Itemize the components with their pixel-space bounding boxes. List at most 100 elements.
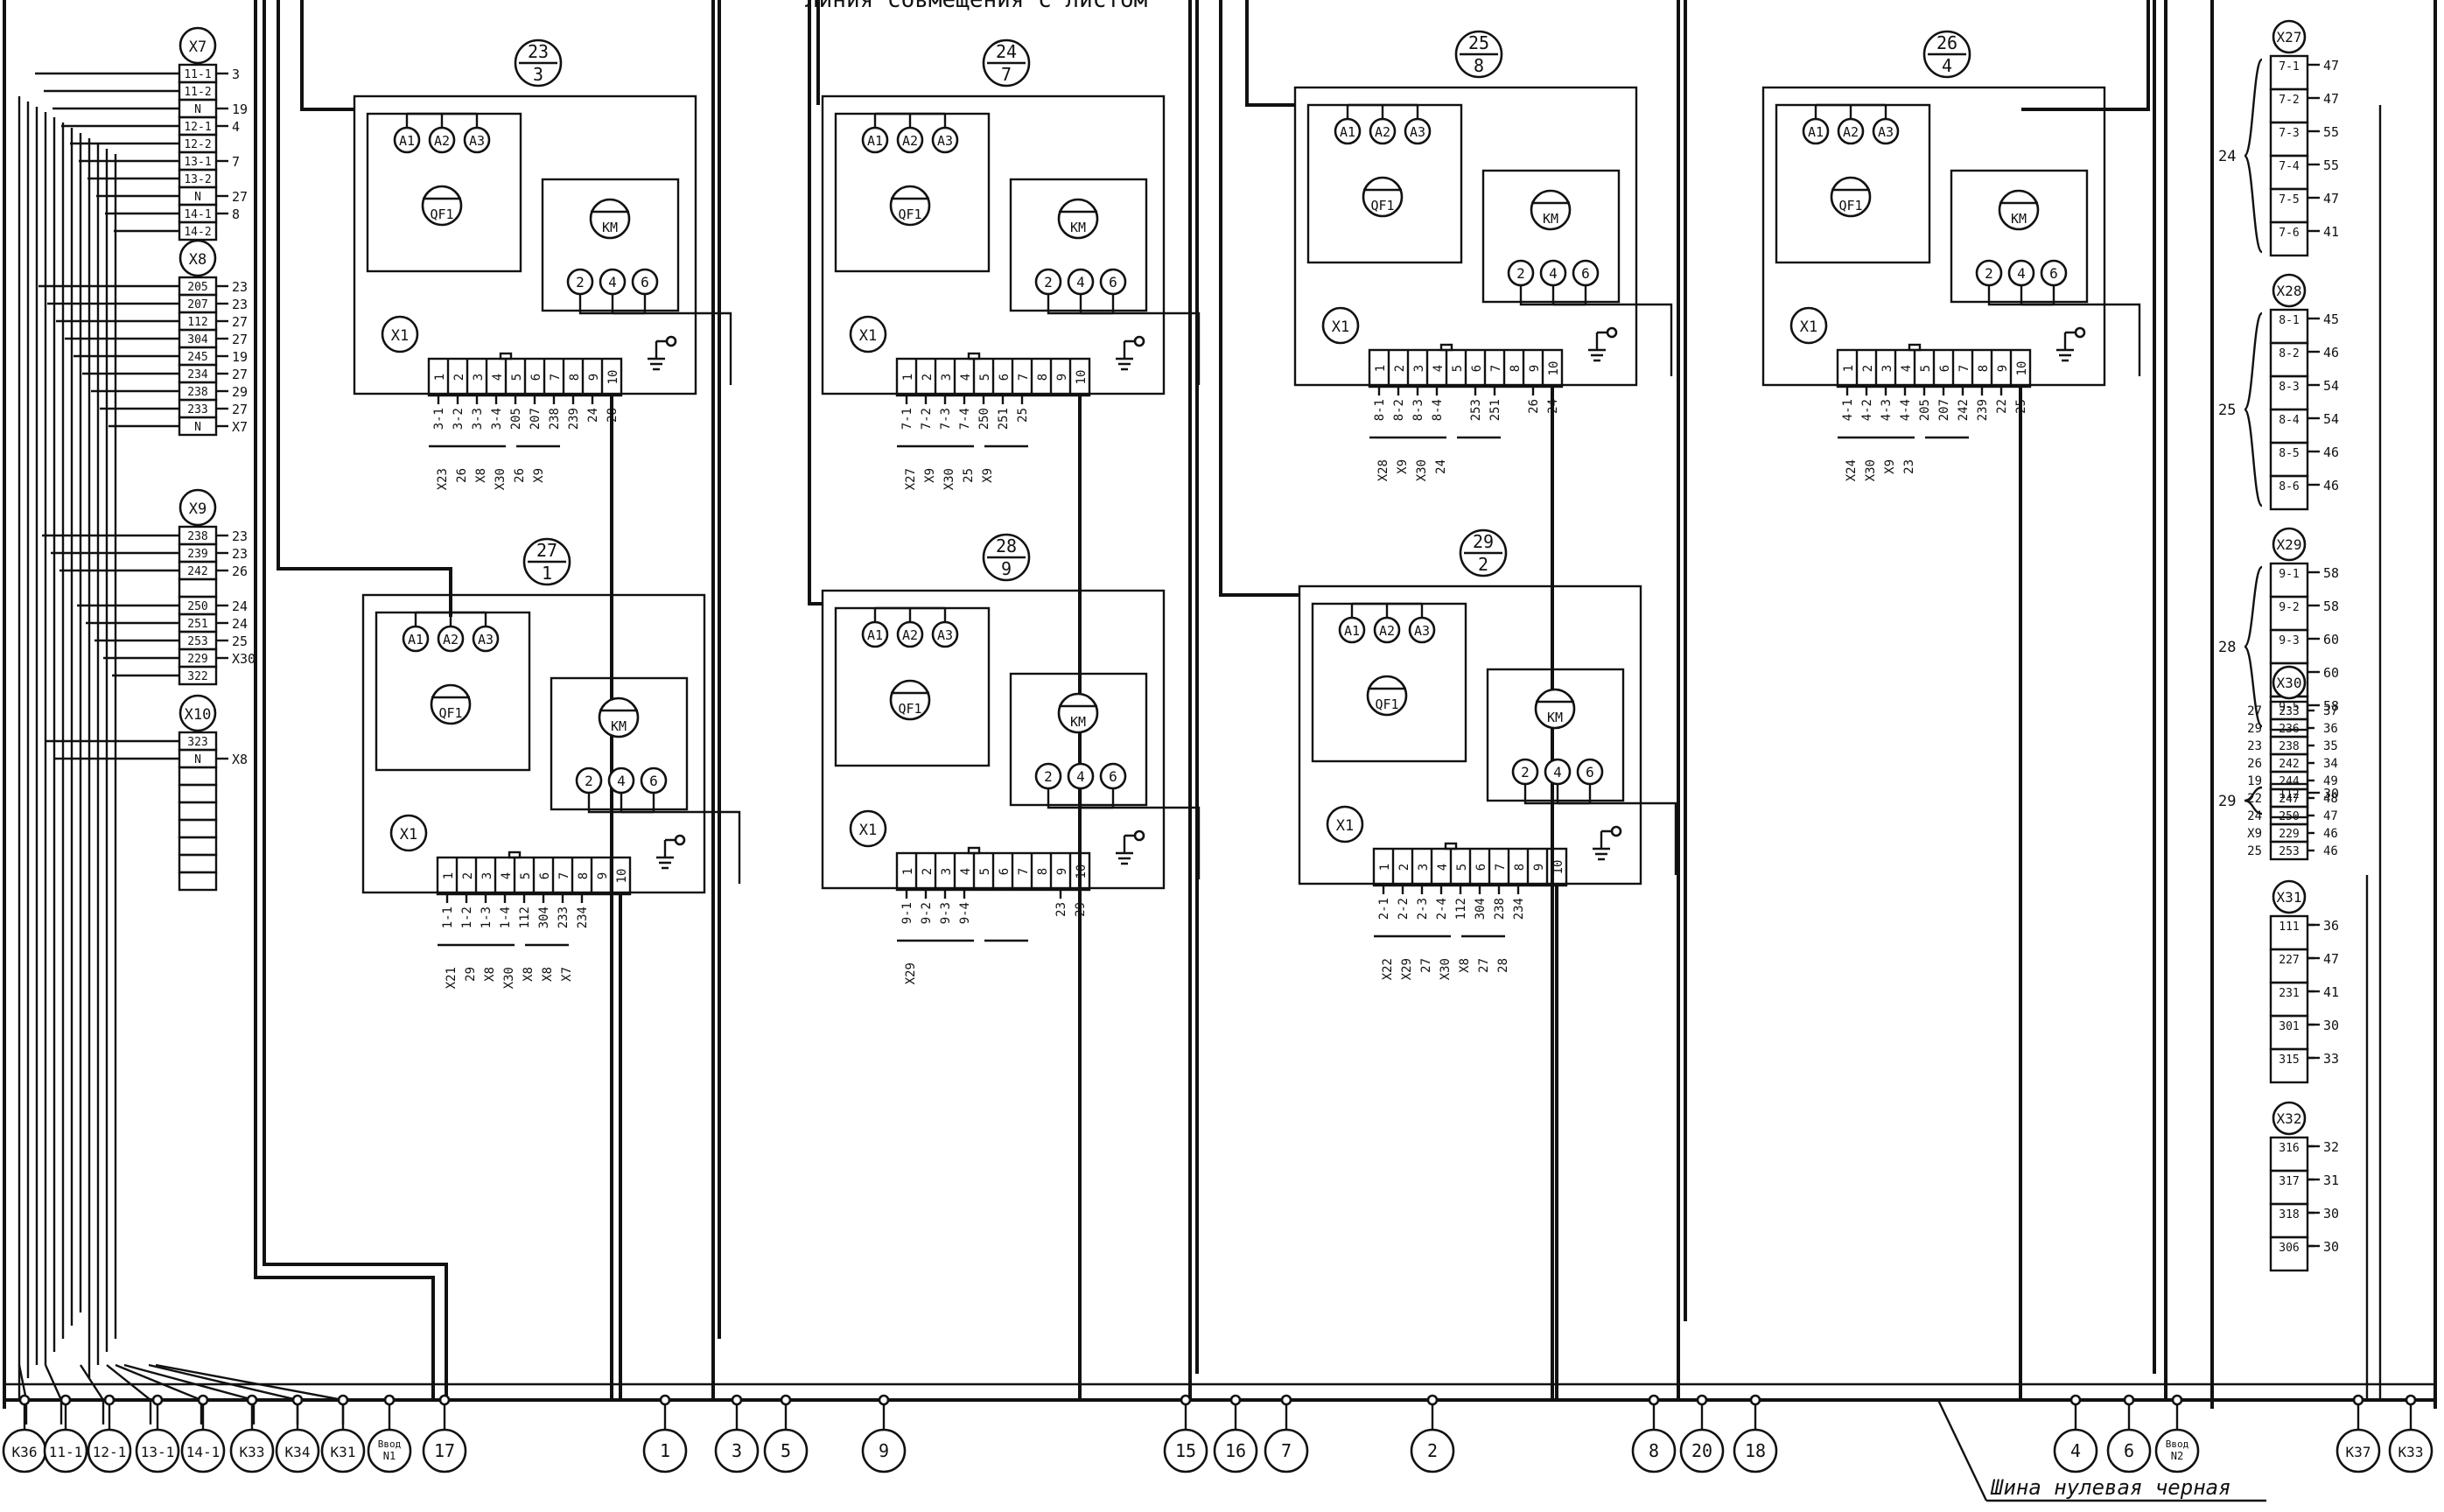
terminal-wire-label: 1-1	[441, 906, 455, 928]
strip-destination-label: 46	[2323, 444, 2339, 460]
terminal-number: 7	[557, 872, 571, 879]
terminal-number: 9	[1532, 864, 1546, 871]
strip-name-badge	[2272, 273, 2307, 308]
strip-group-label: 29	[2218, 793, 2236, 810]
strip-name: X32	[2277, 1110, 2302, 1127]
breaker-pole-A1	[1338, 616, 1366, 644]
strip-destination-label: 27	[232, 314, 248, 330]
terminal-block-name: X1	[1332, 318, 1349, 336]
strip-destination-label: 47	[2323, 191, 2339, 206]
strip-name: X9	[189, 500, 207, 518]
terminal-wire-label: 4-1	[1841, 399, 1855, 421]
strip-terminal-label: 8-2	[2279, 347, 2299, 360]
terminal-number: 4	[959, 868, 973, 875]
strip-destination-label: 34	[2323, 757, 2338, 771]
terminal-number: 5	[1455, 864, 1469, 871]
breaker-pole-A2	[437, 625, 465, 653]
contactor-terminal-label: 4	[1076, 768, 1085, 785]
terminal-callout-label: 1	[660, 1440, 670, 1461]
strip-terminal-label: 12-1	[184, 121, 211, 134]
terminal-callout-label: N2	[2171, 1450, 2183, 1462]
strip-terminal-label: 14-2	[184, 226, 211, 239]
strip-terminal-label: 322	[187, 670, 207, 683]
strip-destination-label: 47	[2323, 58, 2339, 74]
cable-reference-label: X29	[1400, 958, 1414, 980]
strip-terminal-label: 8-5	[2279, 447, 2299, 460]
strip-terminal-label: 236	[2279, 723, 2299, 736]
breaker-pole-A2	[896, 126, 924, 154]
terminal-wire-label: 9-4	[958, 902, 972, 924]
terminal-number: 6	[538, 872, 552, 879]
strip-terminal-label: 318	[2279, 1208, 2299, 1222]
terminal-wire-label: 112	[518, 906, 532, 928]
cable-reference-label: 23	[1902, 459, 1916, 474]
strip-terminal-label: 11-2	[184, 86, 211, 99]
terminal-number: 1	[1374, 365, 1388, 372]
strip-name: X7	[189, 38, 207, 56]
strip-destination-label: 24	[232, 598, 248, 614]
breaker-label: QF1	[1375, 696, 1398, 712]
ground-symbol	[656, 838, 678, 870]
strip-terminal-label: 253	[187, 635, 207, 648]
terminal-wire-label: 4-2	[1860, 399, 1874, 421]
strip-destination-label: 23	[232, 546, 248, 562]
terminal-callout-label: 7	[1281, 1440, 1292, 1461]
terminal-callout-label: 15	[1175, 1440, 1196, 1461]
strip-terminal-label: N	[194, 191, 201, 204]
panel-number: 28	[996, 536, 1017, 556]
terminal-wire-label: 304	[1474, 898, 1488, 920]
strip-destination-label: 25	[232, 634, 248, 649]
terminal-wire-label: 3-4	[490, 408, 504, 430]
strip-destination-label: 19	[232, 102, 248, 117]
terminal-number: 1	[901, 374, 915, 381]
strip-terminal-label: 231	[2279, 987, 2299, 1000]
breaker-pole-label: A2	[443, 632, 459, 648]
contactor-terminal-label: 4	[617, 773, 626, 789]
strip-destination-label: 24	[232, 616, 248, 632]
strip-name-badge	[179, 694, 217, 732]
strip-terminal-label: 7-2	[2279, 94, 2299, 107]
breaker-pole-A3	[463, 126, 491, 154]
breaker-pole-label: A3	[1878, 124, 1894, 140]
contactor-km	[1534, 688, 1576, 730]
terminal-wire-label: 2-3	[1416, 898, 1430, 920]
strip-destination-label: 47	[2323, 809, 2338, 823]
strip-destination-label: 54	[2323, 378, 2339, 394]
cable-reference-label: 26	[513, 468, 527, 483]
terminal-callout-label: 9	[879, 1440, 889, 1461]
strip-terminal-label: N	[194, 421, 201, 434]
terminal-number: 5	[978, 374, 992, 381]
contactor-terminal-label: 4	[2017, 265, 2026, 282]
strip-terminal-label: 7-3	[2279, 127, 2299, 140]
header-title: Линия совмещения с листом	[805, 0, 1147, 13]
terminal-number: 1	[1378, 864, 1392, 871]
terminal-callout-label: 20	[1691, 1440, 1712, 1461]
cable-reference-label: 29	[464, 967, 478, 982]
strip-destination-label: 27	[232, 332, 248, 347]
breaker-pole-label: A3	[469, 133, 485, 149]
contactor-label: KM	[611, 718, 627, 734]
breaker-pole-A3	[931, 126, 959, 154]
cable-reference-label: X30	[942, 468, 956, 490]
terminal-number: 7	[1957, 365, 1971, 372]
cable-reference-label: X21	[445, 967, 459, 989]
panel-number: 24	[996, 41, 1017, 62]
terminal-callout-label: Ввод	[2166, 1438, 2189, 1450]
strip-destination-label: 27	[232, 367, 248, 382]
terminal-number: 6	[529, 374, 543, 381]
strip-terminal-label: 9-1	[2279, 568, 2299, 581]
terminal-number: 10	[606, 370, 620, 385]
panel-number: 27	[536, 540, 557, 561]
breaker-pole-A3	[472, 625, 500, 653]
panel-sub-number: 8	[1474, 55, 1484, 76]
terminal-number: 9	[587, 374, 601, 381]
strip-terminal-label: 250	[187, 600, 207, 613]
strip-name: X27	[2277, 29, 2302, 46]
breaker-label: QF1	[898, 701, 921, 717]
